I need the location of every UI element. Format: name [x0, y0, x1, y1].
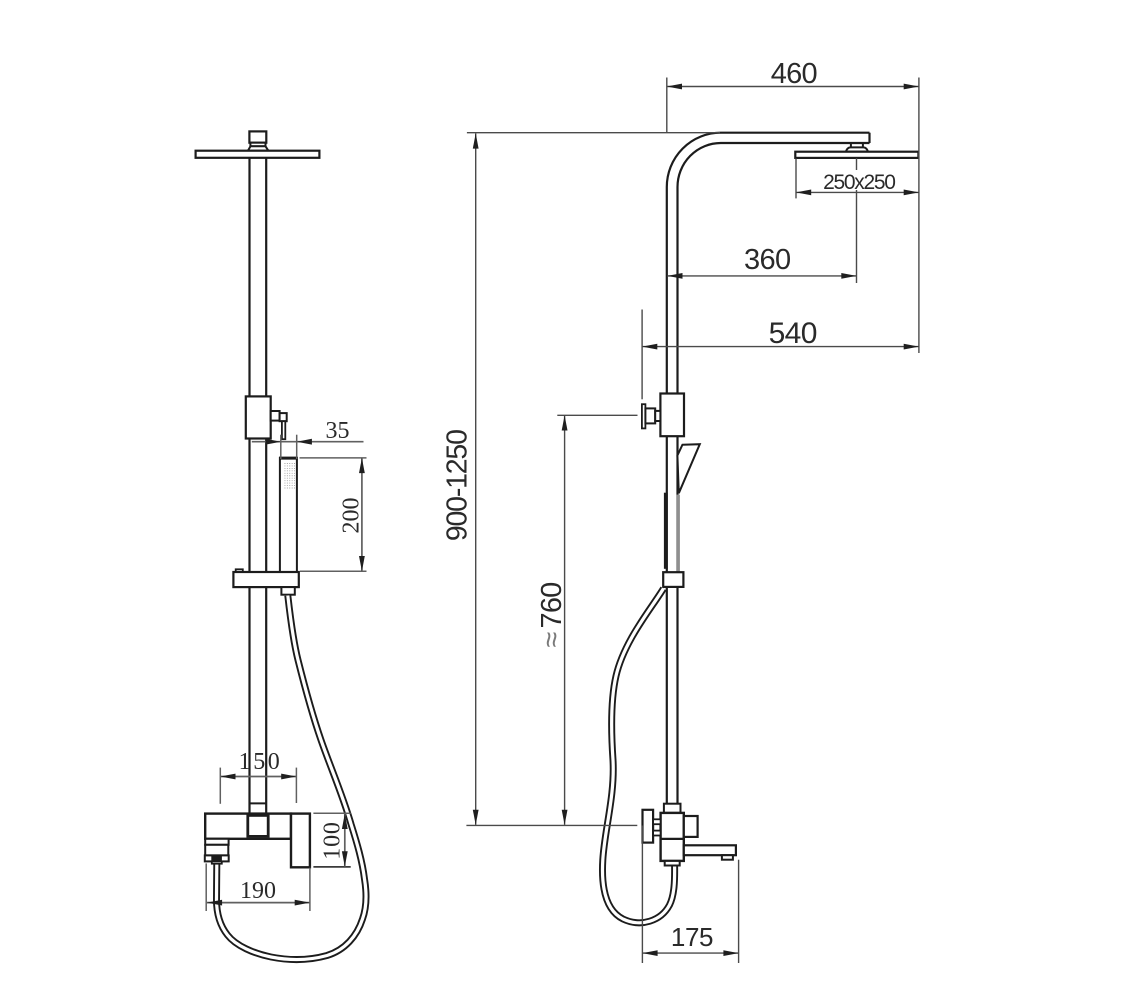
svg-text:540: 540: [769, 317, 817, 350]
svg-text:460: 460: [771, 58, 817, 90]
svg-text:900-1250: 900-1250: [442, 430, 474, 541]
svg-text:150: 150: [239, 749, 283, 775]
svg-text:35: 35: [326, 418, 350, 444]
svg-text:250x250: 250x250: [823, 171, 895, 194]
svg-text:760: 760: [536, 583, 568, 629]
svg-text:175: 175: [671, 922, 713, 952]
svg-text:100: 100: [320, 821, 346, 859]
svg-text:360: 360: [744, 244, 791, 276]
svg-text:200: 200: [339, 498, 365, 534]
svg-text:190: 190: [240, 878, 276, 904]
svg-text:≈: ≈: [536, 631, 568, 647]
